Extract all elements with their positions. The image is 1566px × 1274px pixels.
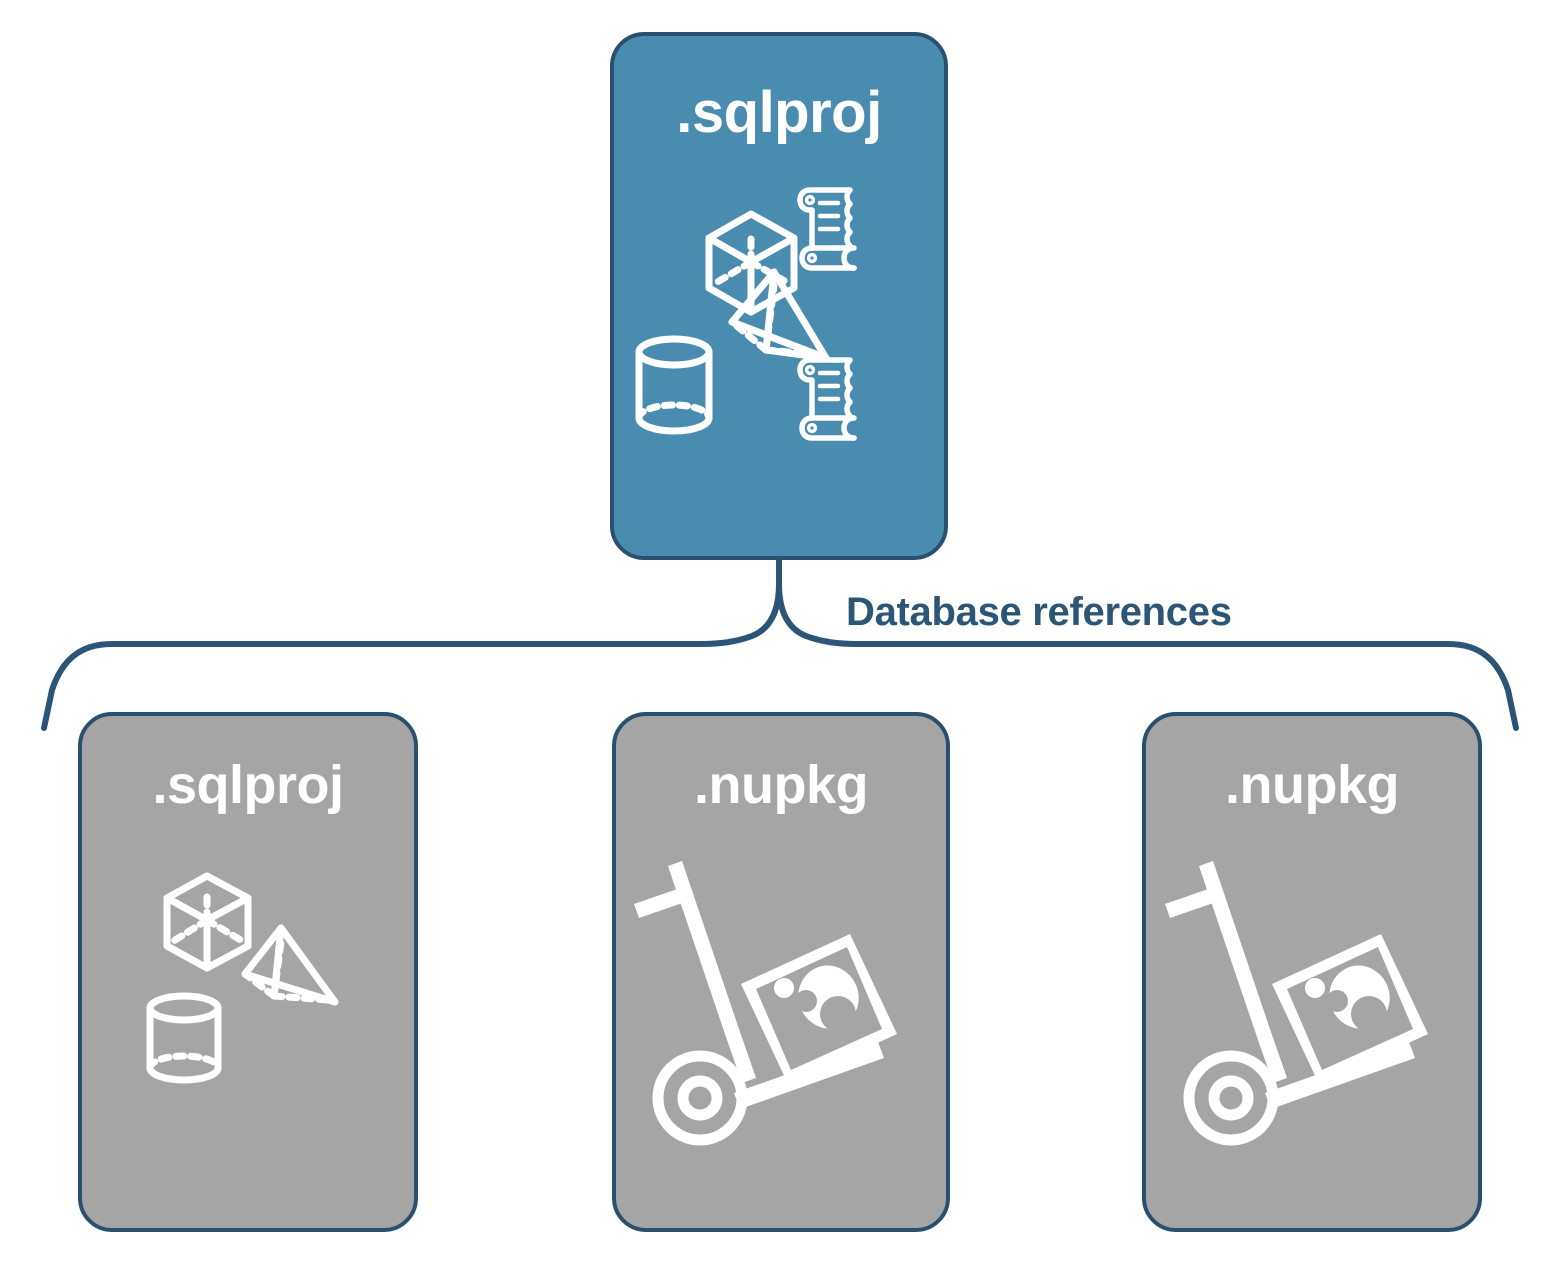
edge-label-database-references: Database references xyxy=(846,590,1232,634)
node-ref-nupkg-2-artwork xyxy=(1146,846,1478,1146)
node-ref-sqlproj-label: .sqlproj xyxy=(152,755,344,815)
node-ref-nupkg-1[interactable]: .nupkg xyxy=(612,712,950,1232)
cylinder-icon xyxy=(146,992,222,1084)
cube-icon xyxy=(163,872,252,972)
node-ref-nupkg-1-label: .nupkg xyxy=(694,755,868,815)
node-ref-sqlproj[interactable]: .sqlproj xyxy=(78,712,418,1232)
node-root-sqlproj[interactable]: .sqlproj xyxy=(610,32,948,560)
node-ref-sqlproj-artwork xyxy=(82,856,414,1106)
pyramid-icon xyxy=(728,268,830,362)
node-ref-nupkg-2-label: .nupkg xyxy=(1225,755,1399,815)
node-root-sqlproj-artwork xyxy=(614,176,944,456)
node-ref-nupkg-2[interactable]: .nupkg xyxy=(1142,712,1482,1232)
nuget-handtruck-icon xyxy=(634,861,897,1146)
pyramid-icon xyxy=(241,924,339,1006)
cube-icon xyxy=(705,210,798,316)
node-root-sqlproj-label: .sqlproj xyxy=(676,80,882,145)
nuget-handtruck-icon xyxy=(1165,861,1428,1146)
node-ref-nupkg-1-artwork xyxy=(616,846,946,1146)
scroll-icon xyxy=(797,357,857,441)
cylinder-icon xyxy=(635,335,713,435)
scroll-icon xyxy=(797,187,857,271)
